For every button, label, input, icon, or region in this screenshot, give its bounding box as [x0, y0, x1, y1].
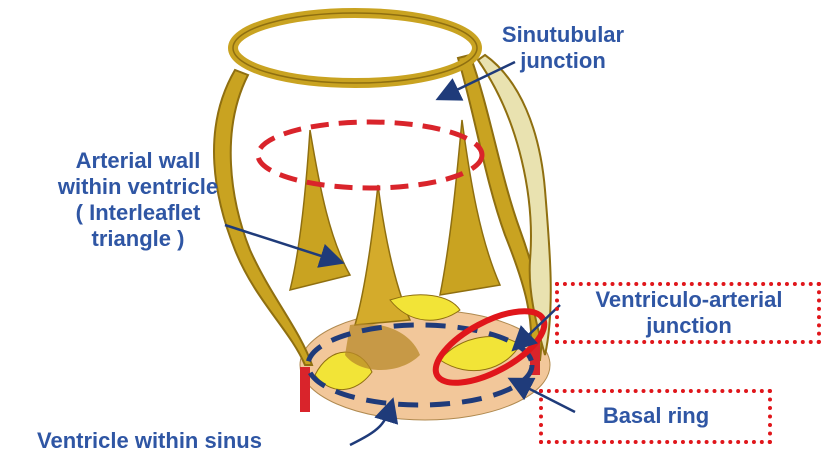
- label-line: junction: [478, 48, 648, 74]
- label-line: junction: [558, 313, 820, 339]
- label-ventriculo-arterial-junction: Ventriculo-arterial junction: [558, 287, 820, 339]
- interleaflet-triangle-left: [290, 130, 350, 290]
- label-line: Sinutubular: [478, 22, 648, 48]
- label-arterial-wall: Arterial wall within ventricle ( Interle…: [18, 148, 258, 252]
- label-line: Ventriculo-arterial: [558, 287, 820, 313]
- label-line: ( Interleaflet: [18, 200, 258, 226]
- sinutubular-junction-ring: [258, 122, 482, 188]
- top-tube-ring-outline: [233, 13, 477, 83]
- label-sinutubular-junction: Sinutubular junction: [478, 22, 648, 74]
- label-basal-ring: Basal ring: [545, 403, 767, 429]
- label-ventricle-within-sinus: Ventricle within sinus: [37, 428, 367, 454]
- label-line: triangle ): [18, 226, 258, 252]
- label-line: within ventricle: [18, 174, 258, 200]
- label-line: Arterial wall: [18, 148, 258, 174]
